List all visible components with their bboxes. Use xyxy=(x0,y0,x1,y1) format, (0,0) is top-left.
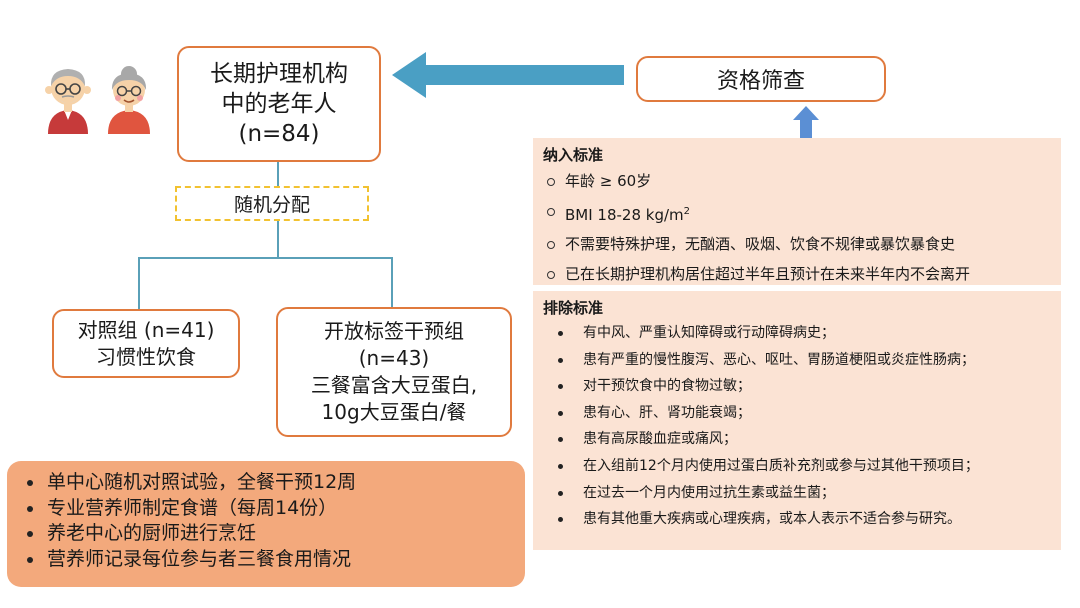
screening-box: 资格筛查 xyxy=(636,56,886,102)
summary-item: 养老中心的厨师进行烹饪 xyxy=(17,521,515,547)
exclusion-item: 患有严重的慢性腹泻、恶心、呕吐、胃肠道梗阻或炎症性肠病； xyxy=(543,347,1051,374)
inclusion-criteria-panel: 纳入标准 年龄 ≥ 60岁 BMI 18-28 kg/m2 不需要特殊护理，无酗… xyxy=(533,138,1061,285)
summary-item: 专业营养师制定食谱（每周14份） xyxy=(17,496,515,522)
inclusion-list: 年龄 ≥ 60岁 BMI 18-28 kg/m2 不需要特殊护理，无酗酒、吸烟、… xyxy=(543,167,1051,289)
control-group-diet: 习惯性饮食 xyxy=(96,344,196,369)
connector-left-down xyxy=(138,257,140,309)
inclusion-title: 纳入标准 xyxy=(543,146,604,164)
grandmother-icon xyxy=(108,66,150,134)
exclusion-item: 患有高尿酸血症或痛风； xyxy=(543,426,1051,453)
inclusion-item: 不需要特殊护理，无酗酒、吸烟、饮食不规律或暴饮暴食史 xyxy=(543,230,1051,260)
exclusion-list: 有中风、严重认知障碍或行动障碍病史； 患有严重的慢性腹泻、恶心、呕吐、胃肠道梗阻… xyxy=(543,320,1051,533)
connector-population-down xyxy=(277,162,279,186)
intervention-group-meal: 三餐富含大豆蛋白, xyxy=(310,373,478,397)
randomization-label: 随机分配 xyxy=(233,194,310,216)
connector-right-down xyxy=(391,257,393,307)
exclusion-item: 患有心、肝、肾功能衰竭； xyxy=(543,400,1051,427)
screening-label: 资格筛查 xyxy=(716,69,805,94)
summary-list: 单中心随机对照试验，全餐干预12周 专业营养师制定食谱（每周14份） 养老中心的… xyxy=(17,470,515,572)
exclusion-item: 在过去一个月内使用过抗生素或益生菌； xyxy=(543,480,1051,507)
intervention-group-count: (n=43) xyxy=(358,346,430,370)
intervention-group-title: 开放标签干预组 xyxy=(324,319,464,343)
exclusion-item: 在入组前12个月内使用过蛋白质补充剂或参与过其他干预项目； xyxy=(543,453,1051,480)
exclusion-item: 患有其他重大疾病或心理疾病，或本人表示不适合参与研究。 xyxy=(543,506,1051,533)
exclusion-criteria-panel: 排除标准 有中风、严重认知障碍或行动障碍病史； 患有严重的慢性腹泻、恶心、呕吐、… xyxy=(533,291,1061,550)
connector-horizontal xyxy=(138,257,393,259)
summary-item: 营养师记录每位参与者三餐食用情况 xyxy=(17,547,515,573)
exclusion-item: 有中风、严重认知障碍或行动障碍病史； xyxy=(543,320,1051,347)
population-line1: 长期护理机构 xyxy=(210,61,348,87)
intervention-group-dose: 10g大豆蛋白/餐 xyxy=(321,400,467,424)
inclusion-item: BMI 18-28 kg/m2 xyxy=(543,197,1051,231)
control-group-title: 对照组 (n=41) xyxy=(77,317,215,342)
left-arrow-icon xyxy=(392,52,624,98)
inclusion-item: 年龄 ≥ 60岁 xyxy=(543,167,1051,197)
grandfather-icon xyxy=(45,69,91,134)
population-line2: 中的老年人 xyxy=(221,91,337,117)
randomization-box: 随机分配 xyxy=(175,186,369,221)
connector-random-down xyxy=(277,221,279,259)
up-arrow-icon xyxy=(793,106,819,138)
summary-item: 单中心随机对照试验，全餐干预12周 xyxy=(17,470,515,496)
exclusion-title: 排除标准 xyxy=(543,299,604,317)
study-summary-panel: 单中心随机对照试验，全餐干预12周 专业营养师制定食谱（每周14份） 养老中心的… xyxy=(7,461,525,587)
population-box: 长期护理机构 中的老年人 (n=84) xyxy=(177,46,381,162)
control-group-box: 对照组 (n=41) 习惯性饮食 xyxy=(52,309,240,378)
inclusion-item: 已在长期护理机构居住超过半年且预计在未来半年内不会离开 xyxy=(543,260,1051,290)
population-count: (n=84) xyxy=(238,121,320,147)
intervention-group-box: 开放标签干预组 (n=43) 三餐富含大豆蛋白, 10g大豆蛋白/餐 xyxy=(276,307,512,437)
exclusion-item: 对干预饮食中的食物过敏； xyxy=(543,373,1051,400)
